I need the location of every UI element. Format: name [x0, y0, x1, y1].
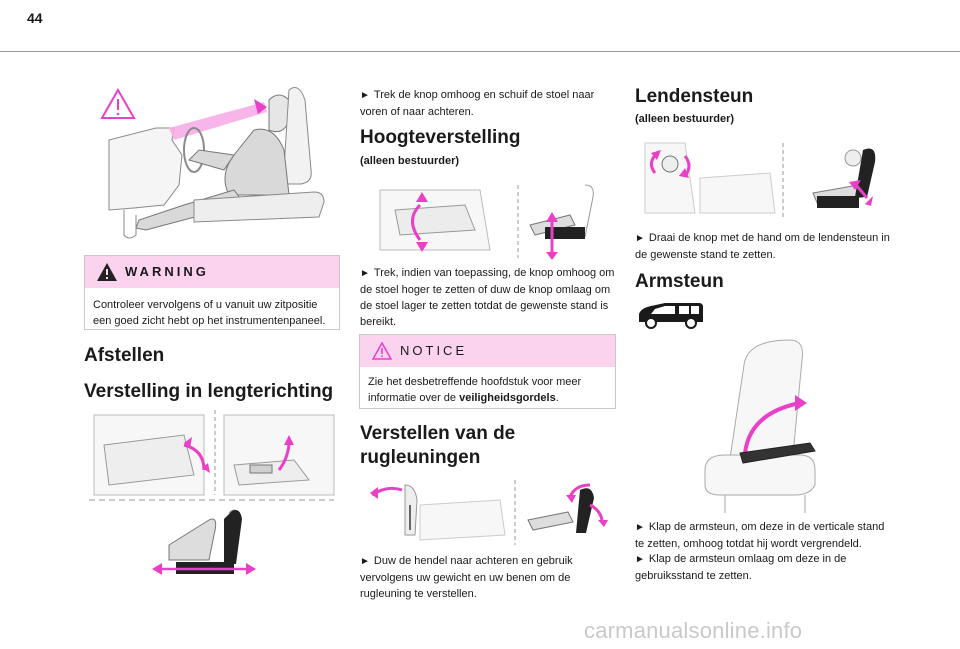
driver-posture-illustration [84, 80, 344, 245]
heading-armsteun: Armsteun [635, 271, 724, 292]
height-instruction: ►Trek, indien van toepassing, de knop om… [360, 267, 615, 328]
warning-triangle-icon [96, 262, 118, 287]
warning-box: WARNING Controleer vervolgens of u vanui… [84, 255, 340, 330]
lumbar-adjust-illustration [635, 138, 891, 220]
watermark: carmanualsonline.info [584, 618, 803, 643]
bullet-arrow-icon: ► [635, 554, 645, 565]
armrest-illustration [695, 335, 835, 515]
bullet-arrow-icon: ► [360, 90, 370, 101]
lumbar-instruction: ►Draai de knop met de hand om de lendens… [635, 232, 890, 261]
height-adjust-illustration [360, 180, 616, 260]
warning-text: Controleer vervolgens of u vanuit uw zit… [93, 299, 326, 327]
page-number: 44 [27, 10, 43, 26]
notice-link-term: veiligheidsgordels [459, 392, 556, 404]
height-subtitle: (alleen bestuurder) [360, 155, 460, 167]
notice-title: NOTICE [400, 343, 468, 358]
longitudinal-instruction: ►Trek de knop omhoog en schuif de stoel … [360, 89, 595, 118]
warning-header: WARNING [85, 256, 339, 288]
bullet-arrow-icon: ► [635, 522, 645, 533]
heading-lengterichting: Verstelling in lengterichting [84, 381, 334, 402]
warning-title: WARNING [125, 264, 209, 279]
notice-box: NOTICE Zie het desbetreffende hoofdstuk … [359, 334, 616, 409]
armrest-instruction-up: ►Klap de armsteun, om deze in de vertica… [635, 521, 885, 550]
heading-lendensteun: Lendensteun [635, 86, 754, 107]
backrest-instruction: ►Duw de hendel naar achteren en gebruik … [360, 555, 573, 600]
heading-afstellen: Afstellen [84, 345, 165, 366]
notice-header: NOTICE [360, 335, 615, 367]
notice-triangle-icon [371, 341, 393, 366]
header-rule [0, 51, 960, 52]
heading-rugleuningen-2: rugleuningen [360, 447, 481, 468]
heading-rugleuningen-1: Verstellen van de [360, 423, 516, 444]
backrest-adjust-illustration [360, 475, 616, 547]
notice-text: Zie het desbetreffende hoofdstuk voor me… [368, 376, 582, 404]
longitudinal-seat-illustration [84, 405, 340, 585]
van-icon [635, 300, 707, 330]
bullet-arrow-icon: ► [360, 556, 370, 567]
lumbar-subtitle: (alleen bestuurder) [635, 113, 735, 125]
warning-triangle-icon [100, 87, 136, 119]
heading-hoogteverstelling: Hoogteverstelling [360, 127, 521, 148]
armrest-instruction-down: ►Klap de armsteun omlaag om deze in de g… [635, 553, 847, 582]
bullet-arrow-icon: ► [635, 233, 645, 244]
bullet-arrow-icon: ► [360, 268, 370, 279]
